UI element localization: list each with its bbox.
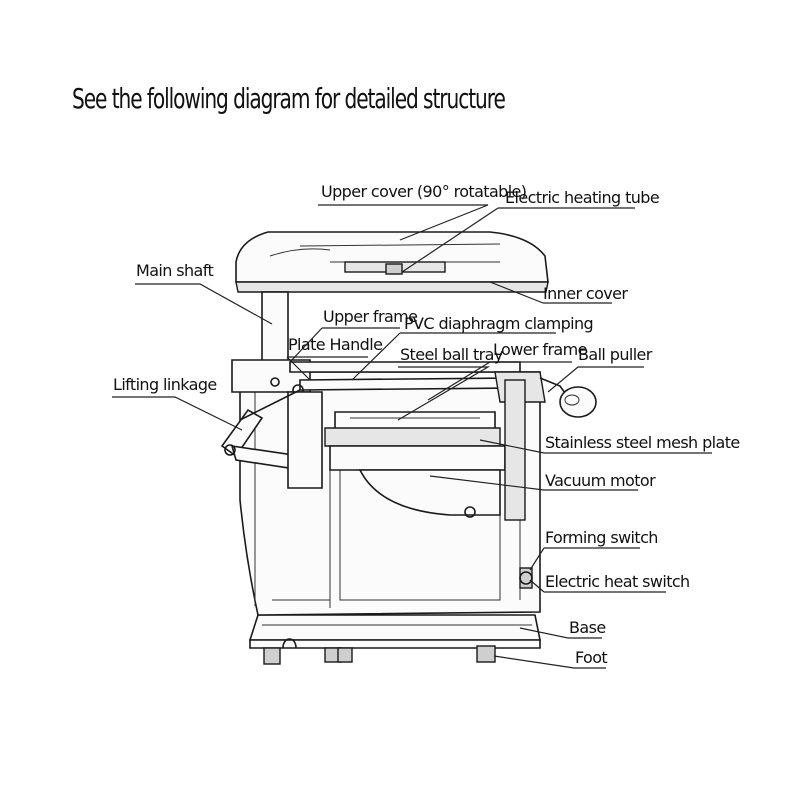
leader-upper-cover <box>318 204 489 241</box>
tray-assembly <box>324 411 506 471</box>
label-steel-ball-tray: Steel ball tray <box>400 345 503 364</box>
main-shaft-part <box>261 291 289 363</box>
side-column <box>504 379 526 521</box>
upper-cover-part <box>235 231 549 293</box>
label-electric-heating-tube: Electric heating tube <box>505 188 659 207</box>
label-vacuum-motor: Vacuum motor <box>545 471 656 490</box>
leader-ball-puller <box>547 366 644 393</box>
leader-pvc-clamping <box>351 332 556 381</box>
label-upper-frame: Upper frame <box>323 307 417 326</box>
vacuum-motor-part <box>358 469 501 518</box>
base-part <box>248 614 541 649</box>
leader-foot <box>493 655 606 669</box>
label-plate-handle: Plate Handle <box>288 335 382 354</box>
machine-illustration <box>220 231 597 665</box>
label-lifting-linkage: Lifting linkage <box>113 375 217 394</box>
leader-mesh-plate <box>479 439 712 454</box>
switch-parts <box>519 567 533 589</box>
label-pvc-clamping: PVC diaphragm clamping <box>404 314 593 333</box>
leader-base <box>519 627 602 639</box>
label-foot: Foot <box>575 648 607 667</box>
leader-heat-switch <box>529 579 666 593</box>
label-electric-heat-switch: Electric heat switch <box>545 572 690 591</box>
diagram-heading: See the following diagram for detailed s… <box>72 82 506 115</box>
label-inner-cover: Inner cover <box>543 284 628 303</box>
label-ball-puller: Ball puller <box>578 345 653 364</box>
leader-plate-handle <box>286 356 368 381</box>
foot-parts <box>263 645 496 665</box>
leader-upper-frame <box>289 327 400 363</box>
leader-heating-tube <box>401 207 635 273</box>
leader-inner-cover <box>489 281 612 304</box>
leader-vacuum-motor <box>429 475 638 491</box>
label-upper-cover: Upper cover (90° rotatable) <box>321 182 526 201</box>
label-mesh-plate: Stainless steel mesh plate <box>545 433 740 452</box>
leader-lines <box>112 204 712 669</box>
label-lower-frame: Lower frame <box>493 340 587 359</box>
leader-main-shaft <box>135 283 273 325</box>
lifting-linkage-part <box>220 389 323 489</box>
label-main-shaft: Main shaft <box>136 261 214 280</box>
leader-forming-switch <box>529 547 640 571</box>
leader-lower-frame <box>427 361 572 401</box>
leader-lifting-linkage <box>112 396 243 431</box>
label-forming-switch: Forming switch <box>545 528 658 547</box>
label-base: Base <box>569 618 606 637</box>
leader-steel-ball-tray <box>397 366 491 421</box>
part-labels: Upper cover (90° rotatable) Electric hea… <box>113 182 740 667</box>
